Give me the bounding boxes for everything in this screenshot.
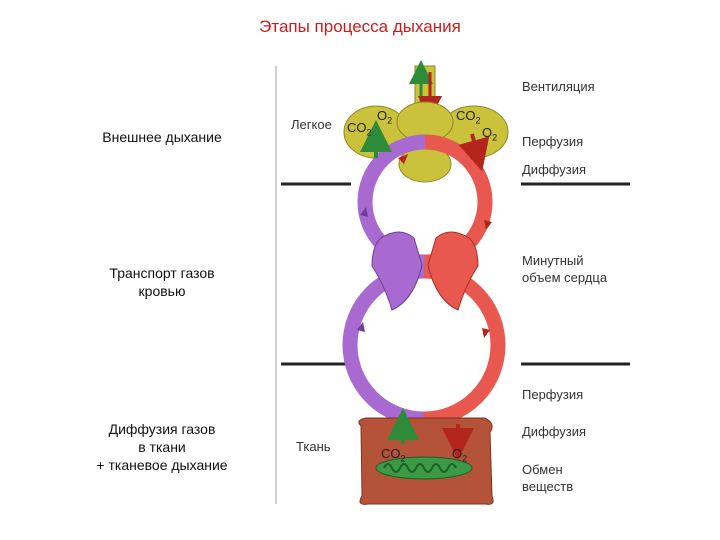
tissue-label: Ткань <box>296 439 331 454</box>
lung-co2-label: CO2 <box>347 120 372 138</box>
flow-arrow-icon <box>398 154 408 164</box>
stage-gas-transport-line1: Транспорт газов <box>109 265 215 281</box>
o2-subscript: 2 <box>492 132 498 143</box>
lung-o2-arrow-icon <box>458 133 490 172</box>
o2-text: O <box>377 108 388 123</box>
flow-arrow-icon <box>484 220 492 230</box>
label-metabolism-line1: Обмен <box>522 462 563 477</box>
stage-external-respiration: Внешнее дыхание <box>102 129 222 145</box>
co2-subscript: 2 <box>475 115 481 126</box>
tissue-co2-label: CO2 <box>381 446 406 464</box>
stage-tissue-diffusion-line2: в ткани <box>138 439 186 455</box>
stage-tissue-diffusion-line3: + тканевое дыхание <box>96 457 228 473</box>
label-perfusion-top: Перфузия <box>522 134 584 149</box>
label-diffusion-top: Диффузия <box>522 162 587 177</box>
label-metabolism: Обмен веществ <box>522 461 573 495</box>
o2-text: O <box>452 446 463 461</box>
label-cardiac-output-line2: объем сердца <box>522 270 608 285</box>
lung-o2-label-left: O2 <box>377 108 392 126</box>
co2-subscript: 2 <box>366 127 372 138</box>
flow-arrow-icon <box>357 322 365 332</box>
heart-left-half <box>427 231 479 311</box>
mitochondrion-icon <box>375 456 473 480</box>
lung-label: Легкое <box>291 117 332 132</box>
stage-tissue-diffusion: Диффузия газов в ткани + тканевое дыхани… <box>67 420 257 474</box>
lung-co2-label-right: CO2 <box>456 108 481 126</box>
flow-arrow-icon <box>482 328 490 338</box>
co2-subscript: 2 <box>400 453 406 464</box>
label-ventilation: Вентиляция <box>522 79 595 94</box>
page-title: Этапы процесса дыхания <box>259 17 461 36</box>
co2-text: CO <box>456 108 476 123</box>
label-cardiac-output: Минутный объем сердца <box>522 252 607 286</box>
lung-o2-label-right: O2 <box>482 125 497 143</box>
tissue-o2-label: O2 <box>452 446 467 464</box>
stage-tissue-diffusion-line1: Диффузия газов <box>108 421 216 437</box>
label-diffusion-bottom: Диффузия <box>522 424 587 439</box>
label-metabolism-line2: веществ <box>522 479 574 494</box>
o2-subscript: 2 <box>387 115 393 126</box>
stage-gas-transport-line2: кровью <box>138 283 186 299</box>
label-perfusion-bottom: Перфузия <box>522 387 584 402</box>
flow-arrow-icon <box>360 207 368 217</box>
label-cardiac-output-line1: Минутный <box>522 253 584 268</box>
stage-gas-transport: Транспорт газов кровью <box>67 264 257 300</box>
o2-subscript: 2 <box>462 453 468 464</box>
o2-text: O <box>482 125 493 140</box>
co2-text: CO <box>381 446 401 461</box>
heart-right-half <box>371 231 423 311</box>
co2-text: CO <box>347 120 367 135</box>
pulmonary-loop-arterial <box>357 134 493 270</box>
